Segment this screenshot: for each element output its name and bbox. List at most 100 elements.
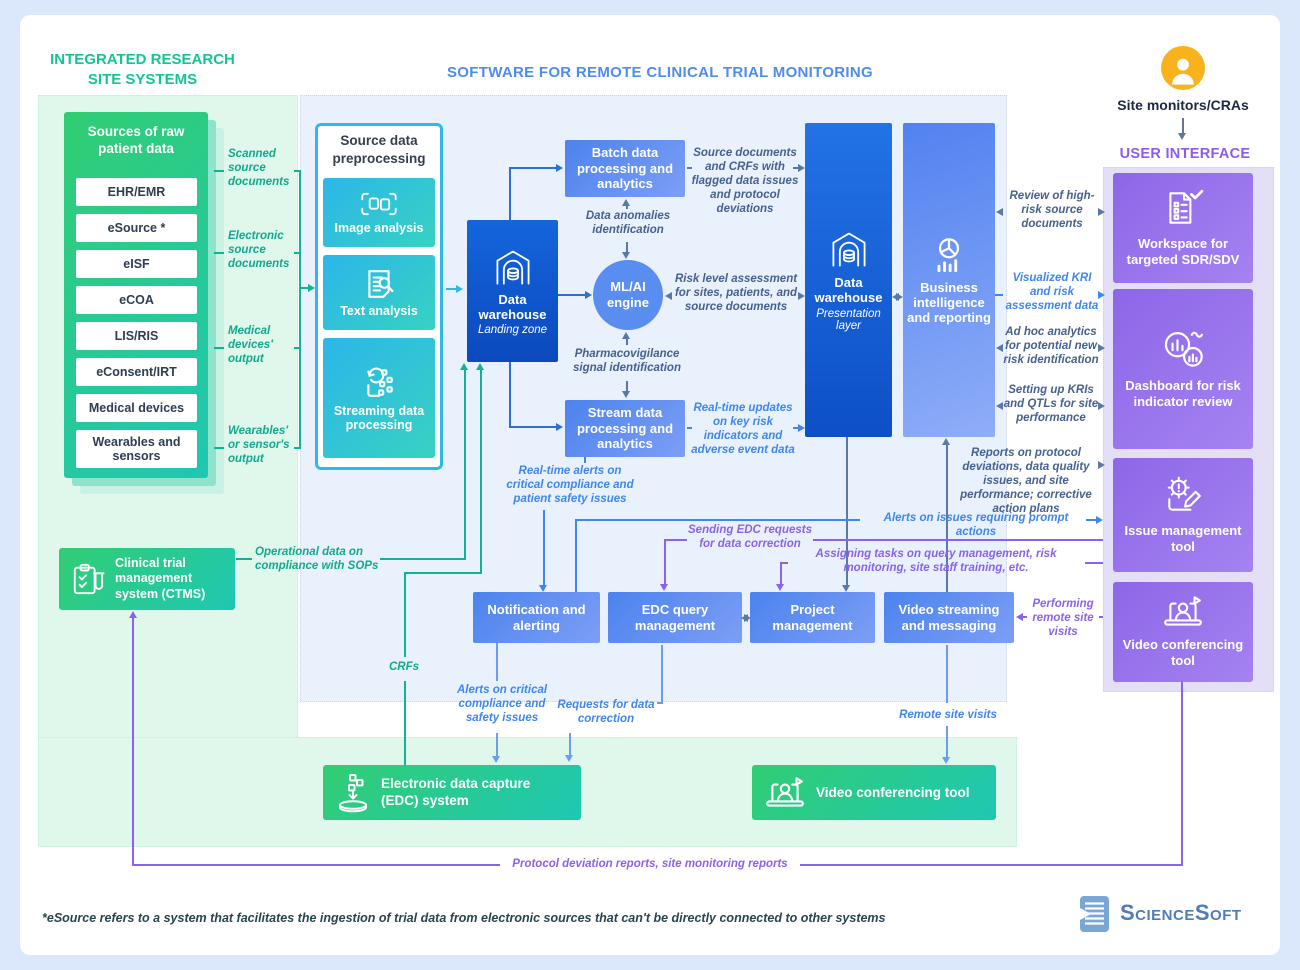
project-management-box[interactable]: Project management: [750, 592, 875, 643]
flow-label-wearables-output: Wearables' or sensor's output: [228, 425, 290, 466]
video-conferencing-ui-box[interactable]: Video conferencing tool: [1113, 582, 1253, 682]
arrowhead: [892, 292, 899, 301]
connector: [813, 539, 1103, 541]
connector: [1086, 519, 1096, 521]
flow-label-data-anomalies: Data anomalies identification: [585, 210, 671, 237]
arrowhead: [1096, 515, 1103, 524]
arrowhead: [460, 363, 468, 370]
flow-label-sending-edc: Sending EDC requests for data correction: [688, 524, 812, 551]
warehouse-landing-subtitle: Landing zone: [477, 324, 548, 336]
connector: [1099, 616, 1103, 618]
data-warehouse-presentation[interactable]: Data warehouse Presentation layer: [805, 123, 892, 437]
connector: [575, 519, 577, 592]
connector: [294, 252, 301, 254]
flow-label-remote-visits: Remote site visits: [899, 709, 997, 721]
arrowhead: [1098, 207, 1105, 216]
text-analysis-icon: [368, 269, 394, 298]
flow-label-protocol-reports: Protocol deviation reports, site monitor…: [512, 858, 788, 870]
ml-ai-engine[interactable]: ML/AI engine: [593, 260, 663, 330]
flow-label-visualized-kri: Visualized KRI and risk assessment data: [1005, 272, 1099, 313]
arrowhead: [622, 391, 630, 398]
arrowhead: [622, 199, 630, 206]
issue-management-box[interactable]: Issue management tool: [1113, 458, 1253, 572]
source-item-ehr[interactable]: EHR/EMR: [76, 178, 197, 206]
flow-label-risk-level: Risk level assessment for sites, patient…: [674, 273, 798, 314]
text-analysis-box[interactable]: Text analysis: [323, 255, 435, 330]
video-streaming-label: Video streaming and messaging: [898, 601, 1000, 633]
source-item-eisf[interactable]: eISF: [76, 250, 197, 278]
source-item-econsent[interactable]: eConsent/IRT: [76, 358, 197, 386]
connector: [446, 288, 457, 290]
arrowhead: [996, 207, 1003, 216]
image-analysis-icon: [361, 192, 397, 215]
video-conferencing-green-label: Video conferencing tool: [816, 785, 970, 800]
connector: [569, 733, 571, 755]
connector: [294, 170, 301, 172]
video-streaming-box[interactable]: Video streaming and messaging: [884, 592, 1014, 643]
connector: [299, 170, 301, 449]
video-conferencing-icon: [1164, 596, 1202, 626]
source-item-lis[interactable]: LIS/RIS: [76, 322, 197, 350]
arrowhead: [622, 252, 630, 259]
connector: [294, 347, 301, 349]
connector: [558, 294, 586, 296]
ctms-icon: [73, 563, 105, 595]
source-item-wearables[interactable]: Wearables and sensors: [76, 430, 197, 468]
warehouse-icon: [832, 232, 865, 267]
workspace-checklist-icon: [1169, 189, 1204, 224]
sciencesoft-logo-text: ScienceSoft: [1120, 900, 1242, 925]
ml-ai-label: ML/AI engine: [607, 279, 649, 310]
connector: [496, 733, 498, 756]
edc-system-box[interactable]: Electronic data capture (EDC) system: [323, 765, 581, 820]
connector: [464, 370, 466, 560]
arrowhead: [539, 585, 547, 592]
source-item-ecoa[interactable]: eCOA: [76, 286, 197, 314]
business-intelligence-label: Business intelligence and reporting: [907, 279, 991, 325]
data-warehouse-landing[interactable]: Data warehouse Landing zone: [467, 220, 558, 362]
arrowhead: [585, 290, 592, 299]
arrowhead: [842, 585, 850, 592]
edc-query-box[interactable]: EDC query management: [608, 592, 742, 643]
notification-box[interactable]: Notification and alerting: [473, 592, 600, 643]
project-management-label: Project management: [772, 601, 853, 633]
arrowhead: [1098, 290, 1105, 299]
ctms-box[interactable]: Clinical trial management system (CTMS): [59, 548, 235, 610]
batch-processing-label: Batch data processing and analytics: [576, 145, 674, 192]
ctms-label: Clinical trial management system (CTMS): [115, 555, 206, 601]
flow-label-scanned: Scanned source documents: [228, 148, 290, 189]
video-conferencing-green-box[interactable]: Video conferencing tool: [752, 765, 996, 820]
connector: [995, 294, 1003, 296]
connector: [132, 618, 134, 866]
arrowhead: [798, 291, 805, 300]
connector: [800, 864, 1183, 866]
image-analysis-box[interactable]: Image analysis: [323, 178, 435, 247]
connector: [509, 167, 557, 169]
stream-processing-label: Stream data processing and analytics: [576, 405, 674, 452]
connector: [543, 510, 545, 586]
arrowhead: [996, 401, 1003, 410]
arrowhead: [308, 283, 315, 292]
user-avatar: [1161, 46, 1205, 90]
arrowhead: [456, 284, 463, 293]
source-item-devices[interactable]: Medical devices: [76, 394, 197, 422]
streaming-processing-box[interactable]: Streaming data processing: [323, 338, 435, 458]
connector: [687, 427, 692, 429]
stream-processing-box[interactable]: Stream data processing and analytics: [565, 400, 685, 457]
arrowhead: [942, 757, 950, 764]
flow-label-source-docs-flagged: Source documents and CRFs with flagged d…: [691, 147, 799, 216]
arrowhead: [896, 292, 903, 301]
arrowhead: [129, 611, 137, 618]
arrowhead: [556, 422, 563, 431]
arrowhead: [492, 756, 500, 763]
ui-title: USER INTERFACE: [1119, 146, 1251, 162]
workspace-sdr-label: Workspace for targeted SDR/SDV: [1126, 235, 1240, 267]
connector: [946, 645, 948, 703]
business-intelligence-box[interactable]: Business intelligence and reporting: [903, 123, 995, 437]
risk-dashboard-box[interactable]: Dashboard for risk indicator review: [1113, 289, 1253, 449]
arrowhead: [798, 423, 805, 432]
source-item-esource[interactable]: eSource *: [76, 214, 197, 242]
workspace-sdr-box[interactable]: Workspace for targeted SDR/SDV: [1113, 173, 1253, 283]
arrowhead: [476, 363, 484, 370]
batch-processing-box[interactable]: Batch data processing and analytics: [565, 140, 685, 197]
flow-label-alerts-prompt: Alerts on issues requiring prompt action…: [883, 512, 1069, 539]
